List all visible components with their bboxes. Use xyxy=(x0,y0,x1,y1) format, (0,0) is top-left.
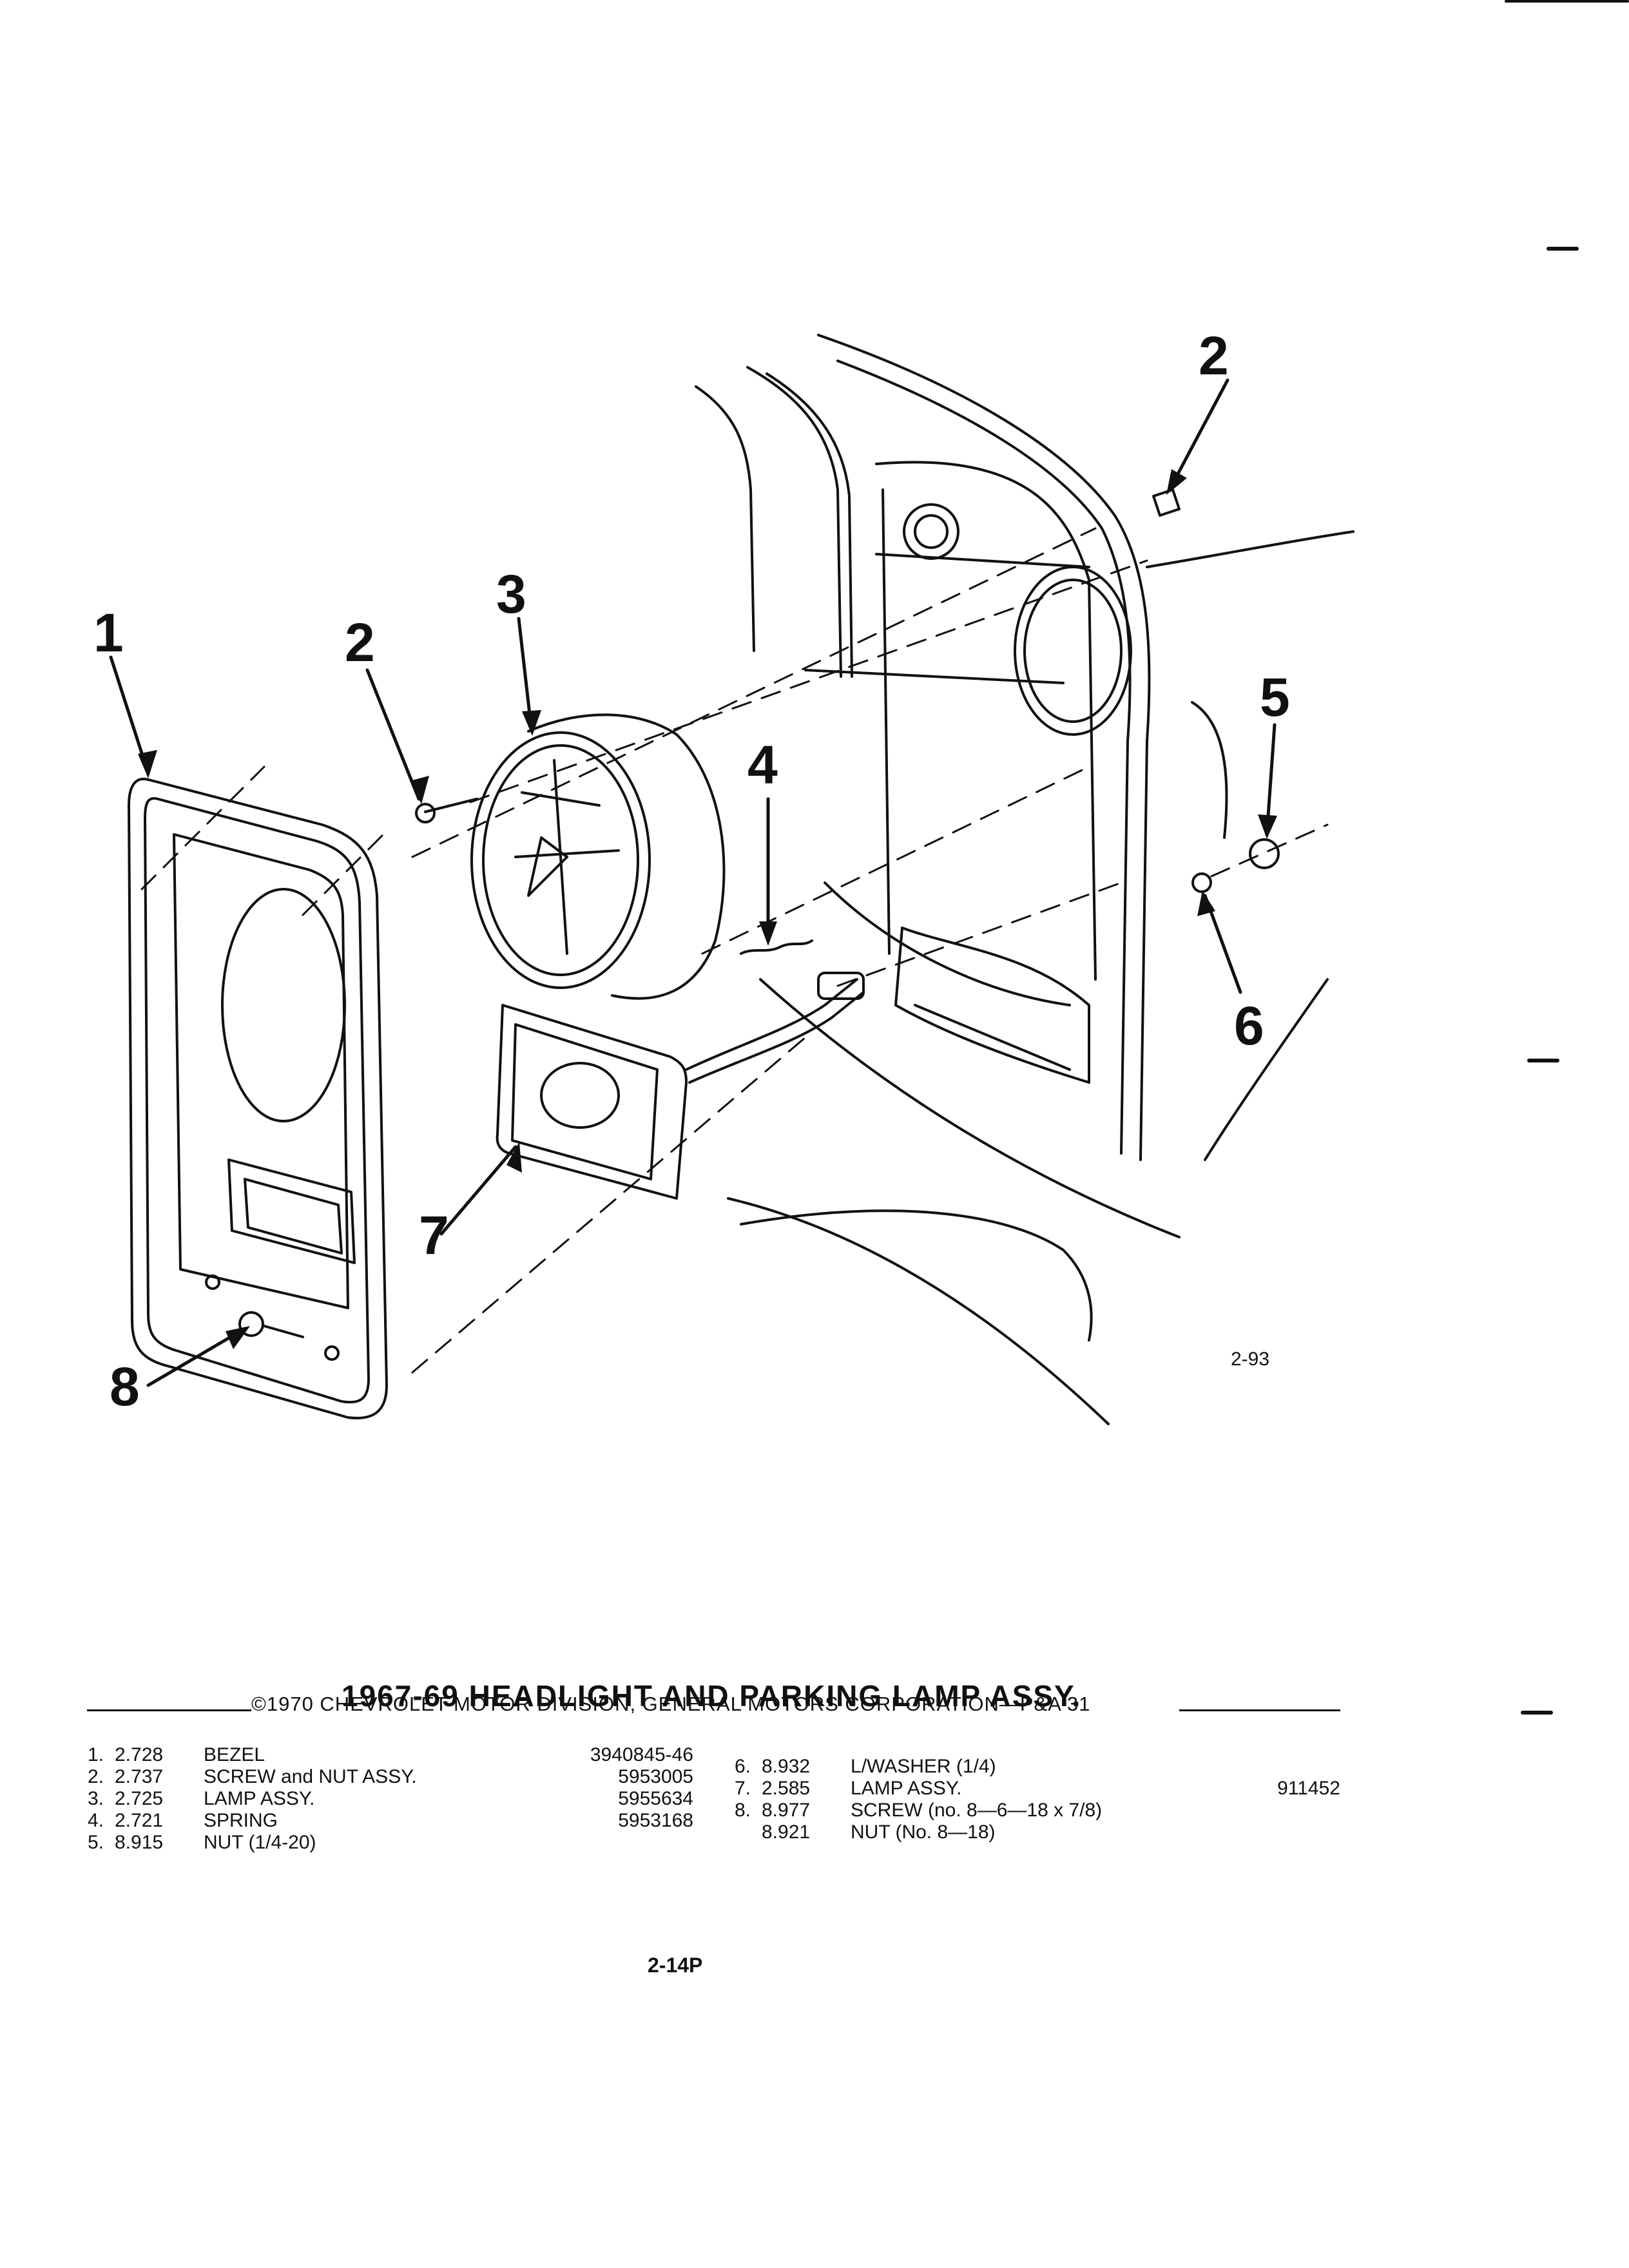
part-catalog-number: 5955634 xyxy=(618,1788,693,1809)
hardware-parts xyxy=(238,488,1280,1338)
figure-code: 2-93 xyxy=(1231,1349,1270,1370)
part-catalog-number: 5953168 xyxy=(618,1810,693,1831)
part-number-index: 8. xyxy=(735,1800,751,1821)
parts-row: 8. 8.977 SCREW (no. 8—6—18 x 7/8) xyxy=(735,1800,1340,1821)
part-name: LAMP ASSY. xyxy=(204,1788,315,1809)
parts-list-right: 6. 8.932 L/WASHER (1/4) 7. 2.585 LAMP ASSY. 91… xyxy=(735,1756,1340,1843)
headlight-exploded-diagram xyxy=(109,334,1354,1425)
part-number-index: 7. xyxy=(735,1778,751,1799)
part-number-index: 1. xyxy=(88,1744,104,1765)
bezel-part xyxy=(128,778,388,1419)
part-catalog-number: 911452 xyxy=(1277,1778,1340,1799)
callout-3: 3 xyxy=(496,564,526,624)
parts-row: 6. 8.932 L/WASHER (1/4) xyxy=(735,1756,1340,1778)
parts-row: 7. 2.585 LAMP ASSY. 911452 xyxy=(735,1778,1340,1800)
part-catalog-number: 3940845-46 xyxy=(590,1744,693,1765)
parts-row: 5. 8.915 NUT (1/4-20) xyxy=(88,1832,693,1854)
callout-2-nut: 2 xyxy=(1199,325,1229,386)
part-group-code: 2.737 xyxy=(115,1766,164,1787)
part-group-code: 8.915 xyxy=(115,1832,164,1853)
part-group-code: 2.721 xyxy=(115,1810,164,1831)
parts-row: 1. 2.728 BEZEL 3940845-46 xyxy=(88,1744,693,1766)
part-number-index: 4. xyxy=(88,1810,104,1831)
footer-rule-left xyxy=(87,1709,251,1711)
part-name: SPRING xyxy=(204,1810,278,1831)
headlamp-part xyxy=(470,713,726,1000)
part-name: NUT (1/4-20) xyxy=(204,1832,316,1853)
part-number-index: 6. xyxy=(735,1756,751,1777)
edge-mark xyxy=(1527,1059,1559,1062)
part-name: SCREW (no. 8—6—18 x 7/8) xyxy=(851,1800,1103,1821)
parts-row: 8.921 NUT (No. 8—18) xyxy=(735,1821,1340,1843)
part-number-index: 5. xyxy=(88,1832,104,1853)
fender-body-outline xyxy=(695,334,1354,1425)
callout-8: 8 xyxy=(110,1356,140,1417)
part-group-code: 2.728 xyxy=(115,1744,164,1765)
callout-1: 1 xyxy=(93,602,124,663)
page-number: 2-14P xyxy=(648,1954,703,1977)
callout-4: 4 xyxy=(747,735,778,795)
parts-row: 4. 2.721 SPRING 5953168 xyxy=(88,1810,693,1832)
callout-5: 5 xyxy=(1260,667,1290,727)
arrow-heads xyxy=(138,469,1277,1349)
edge-mark xyxy=(1505,0,1629,3)
parts-list-left: 1. 2.728 BEZEL 3940845-46 2. 2.737 SCREW and N… xyxy=(88,1744,693,1854)
part-catalog-number: 5953005 xyxy=(618,1766,693,1787)
edge-mark xyxy=(1547,247,1579,251)
part-group-code: 8.977 xyxy=(762,1800,811,1821)
part-group-code: 2.585 xyxy=(762,1778,811,1799)
page-title: 1967-69 HEADLIGHT AND PARKING LAMP ASSY. xyxy=(342,1679,1082,1713)
callout-2-screw: 2 xyxy=(345,612,375,673)
part-group-code: 2.725 xyxy=(115,1788,164,1809)
part-name: SCREW and NUT ASSY. xyxy=(204,1766,417,1787)
part-number-index: 2. xyxy=(88,1766,104,1787)
footer-rule-right xyxy=(1179,1709,1340,1711)
part-name: NUT (No. 8—18) xyxy=(851,1821,996,1843)
parts-row: 3. 2.725 LAMP ASSY. 5955634 xyxy=(88,1788,693,1810)
part-group-code: 8.921 xyxy=(762,1821,811,1843)
edge-mark xyxy=(1521,1711,1553,1715)
copyright-footer: ©1970 CHEVROLET MOTOR DIVISION, GENERAL … xyxy=(251,1693,1091,1715)
parts-row: 2. 2.737 SCREW and NUT ASSY. 5953005 xyxy=(88,1766,693,1788)
part-name: LAMP ASSY. xyxy=(851,1778,962,1799)
part-name: L/WASHER (1/4) xyxy=(851,1756,996,1777)
callout-7: 7 xyxy=(419,1205,449,1265)
part-number-index: 3. xyxy=(88,1788,104,1809)
callout-6: 6 xyxy=(1234,995,1264,1056)
part-name: BEZEL xyxy=(204,1744,265,1765)
part-group-code: 8.932 xyxy=(762,1756,811,1777)
parking-lamp-part xyxy=(496,972,865,1200)
callout-arrows xyxy=(109,378,1277,1387)
